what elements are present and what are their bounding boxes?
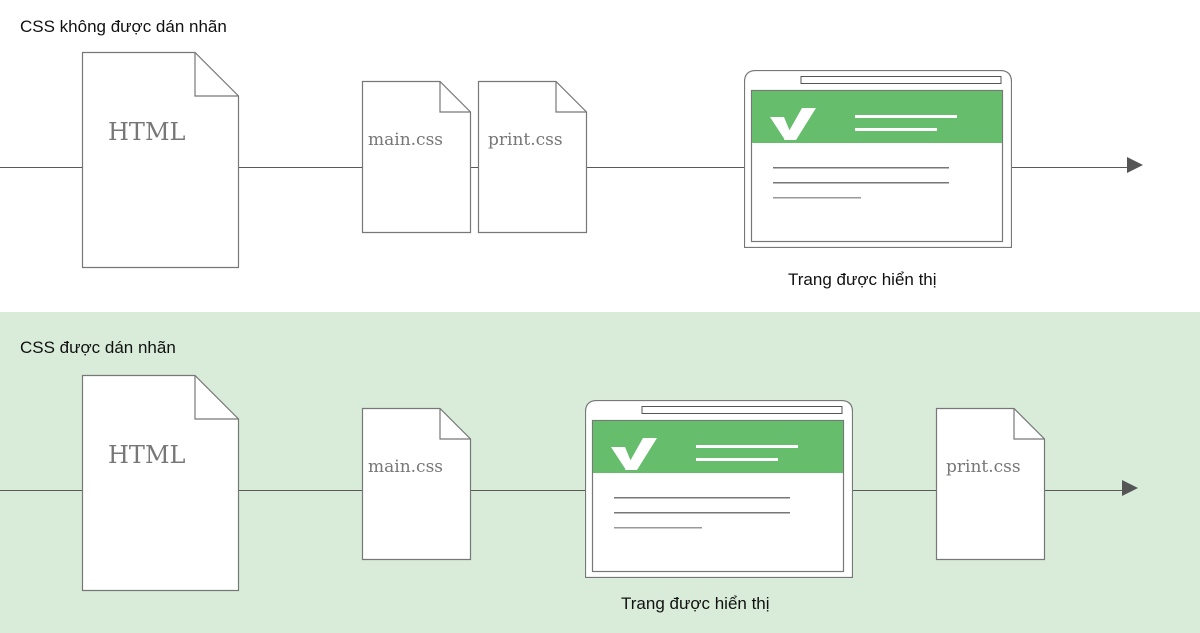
document-label: main.css [368,457,444,477]
arrow-head-icon [1122,480,1138,496]
unlabeled-css-section: CSS không được dán nhãn HTML main.css pr… [0,0,1200,312]
document-icon [361,407,472,561]
document-icon [361,80,472,234]
document-label: HTML [108,441,186,469]
section-title: CSS được dán nhãn [20,338,176,357]
document-icon [81,51,240,269]
browser-window-icon [585,400,853,578]
document-label: print.css [488,130,563,150]
rendered-page-browser [744,70,1012,248]
document-label: HTML [108,118,186,146]
document-label: main.css [368,130,444,150]
document-label: print.css [946,457,1021,477]
rendered-page-caption: Trang được hiển thị [788,270,937,289]
rendered-page-browser [585,400,853,578]
html-document: HTML [81,51,240,269]
print-css-document: print.css [477,80,588,234]
print-css-document: print.css [935,407,1046,561]
browser-window-icon [744,70,1012,248]
main-css-document: main.css [361,80,472,234]
document-icon [477,80,588,234]
section-title: CSS không được dán nhãn [20,17,227,36]
html-document: HTML [81,374,240,592]
labeled-css-section: CSS được dán nhãn HTML main.css [0,312,1200,633]
main-css-document: main.css [361,407,472,561]
arrow-head-icon [1127,157,1143,173]
document-icon [935,407,1046,561]
document-icon [81,374,240,592]
rendered-page-caption: Trang được hiển thị [621,594,770,613]
flow-line [0,490,1130,491]
